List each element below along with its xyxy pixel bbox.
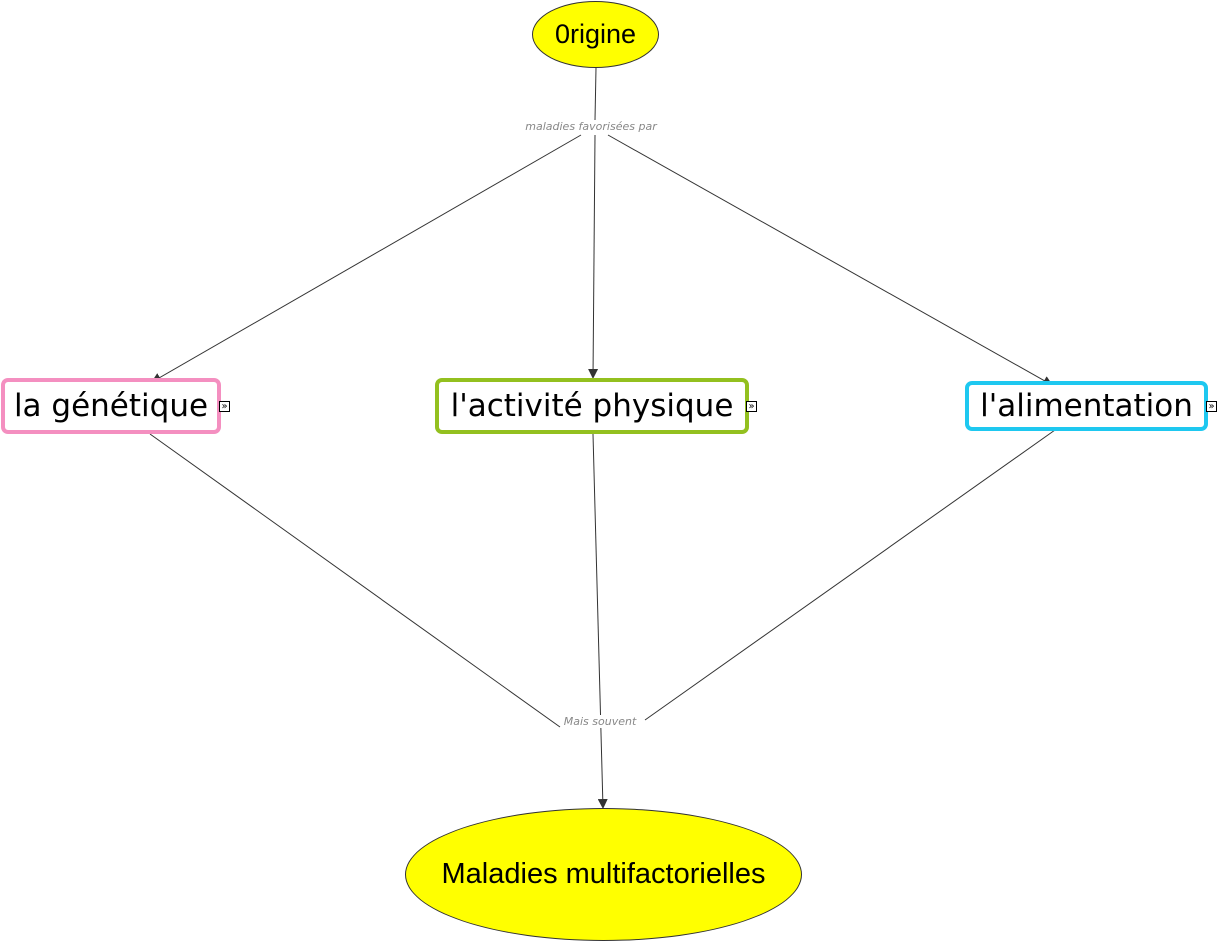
link-to-genetique [151, 134, 582, 383]
link-to-activite [588, 134, 599, 379]
node-origine-label: 0rigine [554, 19, 637, 49]
node-maladies-label: Maladies multifactorielles [441, 858, 766, 890]
link-alimentation-souvent [644, 429, 1056, 721]
node-alimentation-label: l'alimentation [980, 388, 1193, 424]
node-activite[interactable]: l'activité physique [435, 378, 749, 434]
expand-icon[interactable]: » [746, 401, 757, 412]
link-to-alimentation [607, 134, 1053, 386]
node-genetique-label: la génétique [13, 388, 209, 424]
node-alimentation[interactable]: l'alimentation [965, 381, 1208, 431]
expand-icon[interactable]: » [1206, 401, 1217, 412]
link-label-souvent: Mais souvent [561, 715, 639, 728]
expand-icon[interactable]: » [219, 401, 230, 412]
node-origine[interactable]: 0rigine [532, 1, 659, 68]
node-maladies[interactable]: Maladies multifactorielles [405, 808, 802, 941]
link-origine-label [594, 67, 597, 121]
node-activite-label: l'activité physique [450, 388, 734, 424]
link-activite-souvent [592, 433, 608, 809]
link-label-favorisees: maladies favorisées par [523, 120, 659, 133]
link-genetique-souvent [149, 433, 561, 728]
node-genetique[interactable]: la génétique [1, 378, 221, 434]
